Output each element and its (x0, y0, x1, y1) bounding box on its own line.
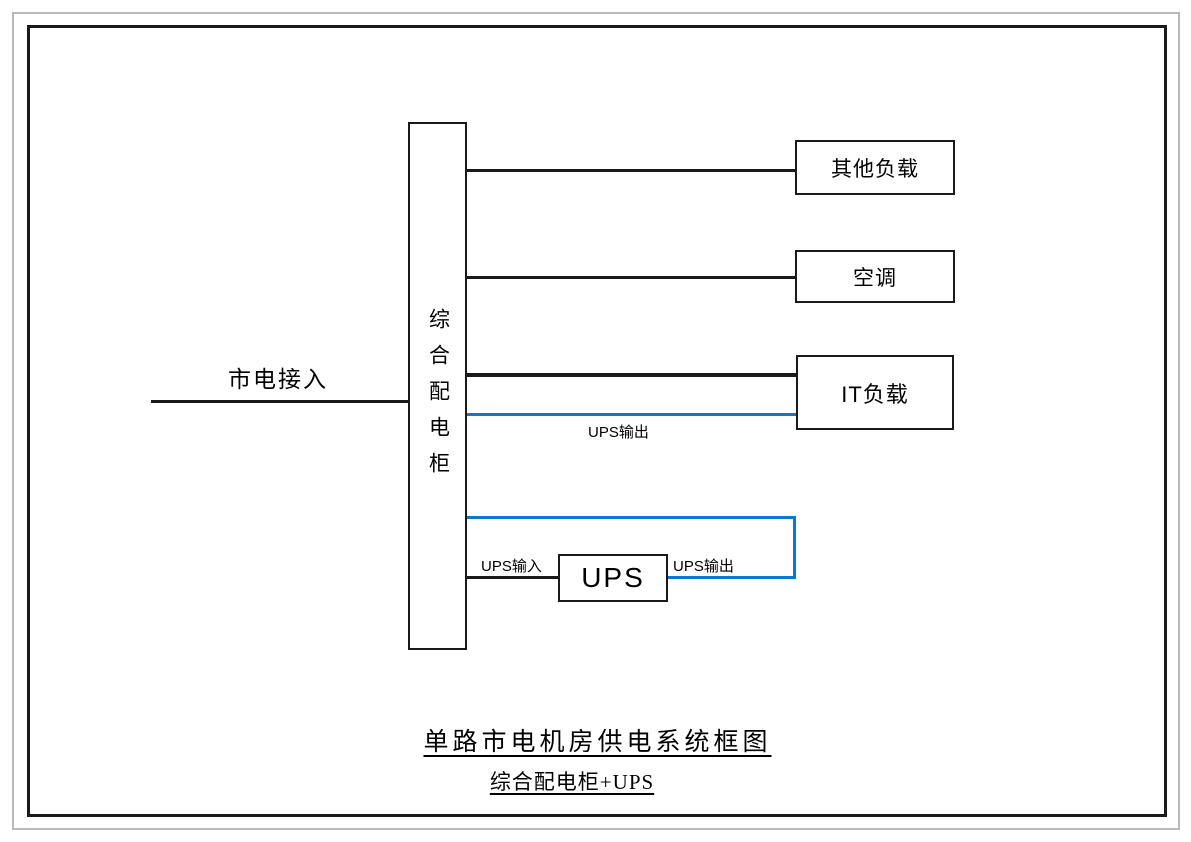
inner-border-frame (27, 25, 1167, 817)
other-load-box: 其他负载 (795, 140, 955, 195)
other-load-label: 其他负载 (831, 157, 919, 181)
diagram-title: 单路市电机房供电系统框图 (423, 729, 772, 756)
ups-output-to-it-label: UPS输出 (588, 424, 649, 441)
distribution-cabinet-label: 综合配电柜 (426, 308, 450, 488)
ups-output-line-to-it-load (467, 413, 796, 416)
it-load-box: IT负载 (796, 355, 954, 430)
ups-return-line-top (467, 516, 796, 519)
ups-input-label: UPS输入 (481, 558, 542, 575)
mains-input-line (151, 400, 408, 403)
line-to-ac (467, 276, 795, 279)
distribution-cabinet-box: 综合配电柜 (408, 122, 467, 650)
line-to-other-load (467, 169, 795, 172)
ups-output-label: UPS输出 (673, 558, 734, 575)
mains-input-label: 市电接入 (228, 366, 328, 392)
ups-box-label: UPS (581, 562, 645, 593)
ups-input-line (467, 576, 558, 579)
ac-label: 空调 (853, 266, 897, 290)
ups-box: UPS (558, 554, 668, 602)
it-load-label: IT负载 (841, 381, 909, 407)
diagram-subtitle: 综合配电柜+UPS (489, 770, 655, 794)
line-to-it-load (467, 373, 796, 377)
ups-return-line-vertical (793, 516, 796, 579)
ac-box: 空调 (795, 250, 955, 303)
outer-border-frame (12, 12, 1180, 830)
ups-output-line (668, 576, 796, 579)
